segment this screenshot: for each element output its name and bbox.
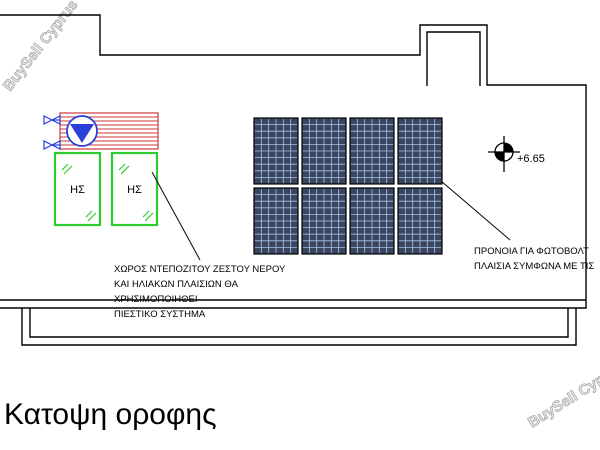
pv-note-line-2: ΠΛΑΙΣΙΑ ΣΥΜΦΩΝΑ ΜΕ ΤΙΣ	[474, 261, 594, 272]
watermark-bottom-right: BuySell Cyprus	[525, 358, 600, 431]
lower-canopy-inner	[29, 308, 569, 338]
solar-panel	[301, 187, 347, 255]
water-tank-1: ΗΣ	[53, 151, 102, 227]
heater-note-leader	[151, 171, 201, 261]
water-tank-2: ΗΣ	[110, 151, 159, 227]
page-title: Κατοψη οροφης	[4, 398, 217, 431]
solar-panel	[253, 187, 299, 255]
heater-note-line-3: ΧΡΗΣΙΜΟΠΟΙΗΘΕΙ	[114, 294, 197, 305]
valve-icon	[43, 115, 61, 125]
roof-outline	[0, 14, 587, 346]
heater-note-line-4: ΠΙΕΣΤΙΚΟ ΣΥΣΤΗΜΑ	[114, 309, 206, 320]
pv-note-line-1: ΠΡΟΝΟΙΑ ΓΙΑ ΦΩΤΟΒΟΛΤ	[474, 246, 589, 257]
solar-panel-array	[253, 117, 443, 255]
roof-outer-boundary	[0, 14, 587, 309]
solar-panel	[301, 117, 347, 185]
pump-icon	[66, 115, 98, 147]
heater-note-line-2: ΚΑΙ ΗΛΙΑΚΩΝ ΠΛΑΙΣΙΩΝ ΘΑ	[114, 279, 239, 290]
solar-panel	[397, 117, 443, 185]
solar-panel	[349, 187, 395, 255]
valve-icon	[43, 140, 61, 150]
solar-panel	[397, 187, 443, 255]
solar-panel	[253, 117, 299, 185]
level-label: +6.65	[517, 153, 545, 165]
level-marker-icon	[488, 136, 520, 172]
stair-void	[426, 31, 481, 86]
heater-note-line-1: ΧΩΡΟΣ ΝΤΕΠΟΖΙΤΟΥ ΖΕΣΤΟΥ ΝΕΡΟΥ	[114, 264, 286, 275]
tank-1-label: ΗΣ	[70, 184, 85, 196]
tank-2-label: ΗΣ	[127, 184, 142, 196]
solar-panel	[349, 117, 395, 185]
lower-canopy-outline	[21, 308, 577, 346]
watermark-top-left: BuySell Cyprus	[0, 0, 81, 94]
